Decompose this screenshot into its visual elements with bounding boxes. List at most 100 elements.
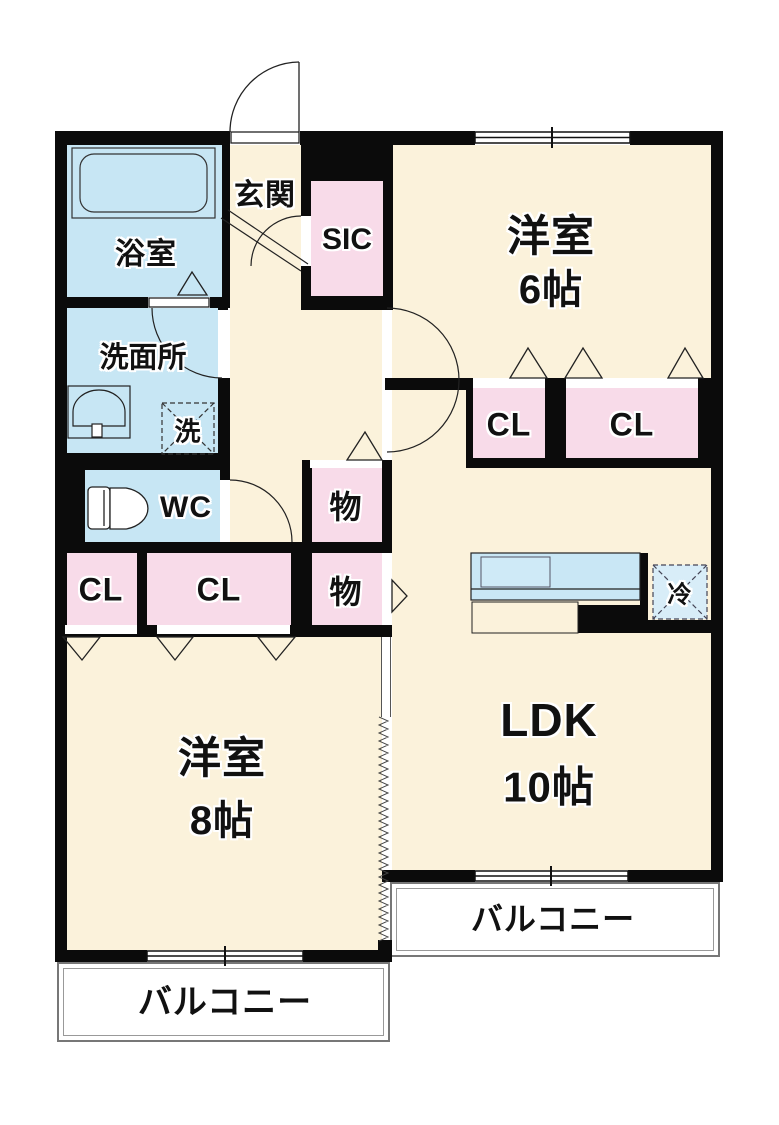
- cl8-center-triangle-2: [256, 636, 297, 662]
- wall-cl6-bottom: [466, 458, 711, 468]
- label-cl8-center: CL: [196, 571, 242, 608]
- wall-ldk-bottom-1: [382, 870, 475, 882]
- cl6-left-triangle: [508, 346, 549, 379]
- wall-kitchen-block: [578, 605, 648, 633]
- wall-cl6-left-end: [466, 378, 473, 468]
- closet-storage-lower-floor: [310, 553, 382, 625]
- room-sic-floor: [311, 181, 383, 296]
- opening-wc-door: [220, 480, 230, 542]
- hall-doors-arc: [386, 307, 460, 453]
- cl6-right-triangle-1: [563, 346, 604, 379]
- wall-right: [711, 131, 723, 882]
- label-washer: 洗: [174, 416, 202, 447]
- balcony-left: [57, 962, 390, 1042]
- storage-upper-triangle: [345, 430, 384, 461]
- closet-cl8-center-floor: [147, 553, 291, 625]
- closet-cl6-right-floor: [566, 388, 698, 458]
- wall-wc-left-block: [55, 470, 85, 542]
- closet-cl8-left-floor: [65, 553, 137, 625]
- balcony-left-inner-line: [63, 968, 384, 1036]
- label-entrance: 玄関: [234, 179, 296, 212]
- wc-door-arc: [229, 479, 293, 543]
- wall-kitchen-right: [648, 620, 711, 633]
- wall-bathroom-bottom: [55, 297, 230, 308]
- window-ldk-bottom: [474, 866, 629, 886]
- wall-bedroom8-bottom-1: [55, 950, 147, 962]
- room-bedroom8-floor: [67, 637, 382, 950]
- label-ldk-name: LDK: [500, 694, 598, 746]
- label-cl6-right: CL: [609, 406, 655, 443]
- room-bathroom-floor: [67, 145, 222, 297]
- label-fridge: 冷: [667, 581, 693, 609]
- opening-storage-upper: [310, 460, 382, 468]
- label-washroom: 洗面所: [99, 342, 187, 374]
- wall-washroom-right-lower: [218, 378, 230, 470]
- wall-hall-stub: [385, 378, 470, 390]
- wall-storage-divider: [302, 542, 382, 553]
- label-balcony-left: バルコニー: [137, 983, 313, 1022]
- closet-cl6-left-floor: [473, 388, 545, 458]
- label-cl6-left: CL: [486, 406, 532, 443]
- label-cl8-left: CL: [78, 571, 124, 608]
- cl6-right-triangle-2: [666, 346, 705, 379]
- opening-washroom-door: [218, 310, 228, 378]
- opening-cl6-right: [566, 378, 698, 388]
- wall-sic-right: [383, 181, 393, 296]
- toilet-icon: [87, 486, 149, 530]
- wall-storage-lower-left: [302, 553, 312, 625]
- opening-cl6-left: [473, 378, 545, 388]
- room-entrance-hall-floor: [230, 145, 301, 462]
- hallway-floor-lower: [230, 462, 302, 542]
- entrance-door: [229, 61, 300, 144]
- fridge-box: [652, 564, 708, 620]
- opening-cl8-center: [157, 625, 290, 634]
- wall-wc-bottom: [55, 542, 303, 553]
- kitchen-counter: [470, 552, 641, 634]
- washer-box: [161, 402, 215, 455]
- wall-top-2: [300, 131, 475, 145]
- room-partition: [377, 637, 391, 942]
- window-bedroom6-top: [474, 127, 631, 148]
- bathtub-icon: [71, 147, 216, 219]
- cl8-left-triangle: [61, 636, 102, 662]
- label-ldk-size: 10帖: [503, 763, 595, 811]
- accordion-partition: [377, 716, 390, 942]
- label-bathroom: 浴室: [115, 238, 177, 271]
- label-storage-upper: 物: [329, 489, 363, 525]
- wall-top-3: [630, 131, 723, 145]
- opening-bedroom6-door: [382, 310, 392, 378]
- sic-door-arc: [250, 215, 302, 267]
- wall-cl8-right: [291, 553, 303, 625]
- wall-kitchen-side: [640, 553, 648, 605]
- wall-storage-upper-left: [302, 460, 312, 542]
- label-sic: SIC: [321, 223, 373, 256]
- wall-washroom-bottom: [55, 453, 230, 470]
- label-balcony-right: バルコニー: [470, 901, 636, 937]
- wall-partition-corner: [378, 940, 392, 950]
- washbasin-icon: [67, 385, 131, 439]
- closet-triangles: [61, 346, 705, 662]
- wall-top-1: [55, 131, 230, 145]
- wall-sic-bottom: [301, 296, 393, 310]
- opening-storage-lower-door: [382, 553, 392, 625]
- label-bedroom8-size: 8帖: [189, 799, 255, 843]
- opening-cl8-left: [65, 625, 137, 634]
- label-wc: WC: [160, 491, 212, 524]
- room-bedroom6-floor: [392, 145, 711, 378]
- wall-cl6-right-end: [698, 378, 711, 468]
- wall-sic-top-block: [301, 145, 393, 181]
- bathroom-door: [148, 270, 210, 308]
- entrance-step-lines: [220, 209, 309, 272]
- wall-bedroom8-bottom-2: [303, 950, 392, 962]
- label-bedroom8-name: 洋室: [178, 735, 266, 783]
- opening-sic-door: [301, 216, 311, 266]
- wall-hall-lower: [382, 460, 392, 553]
- opening-ldk-door: [382, 390, 392, 460]
- wall-ldk-bottom-2: [628, 870, 723, 882]
- cl8-center-triangle-1: [155, 636, 195, 662]
- storage-lower-triangle: [391, 578, 408, 614]
- closet-storage-upper-floor: [310, 468, 382, 542]
- balcony-right: [390, 882, 720, 957]
